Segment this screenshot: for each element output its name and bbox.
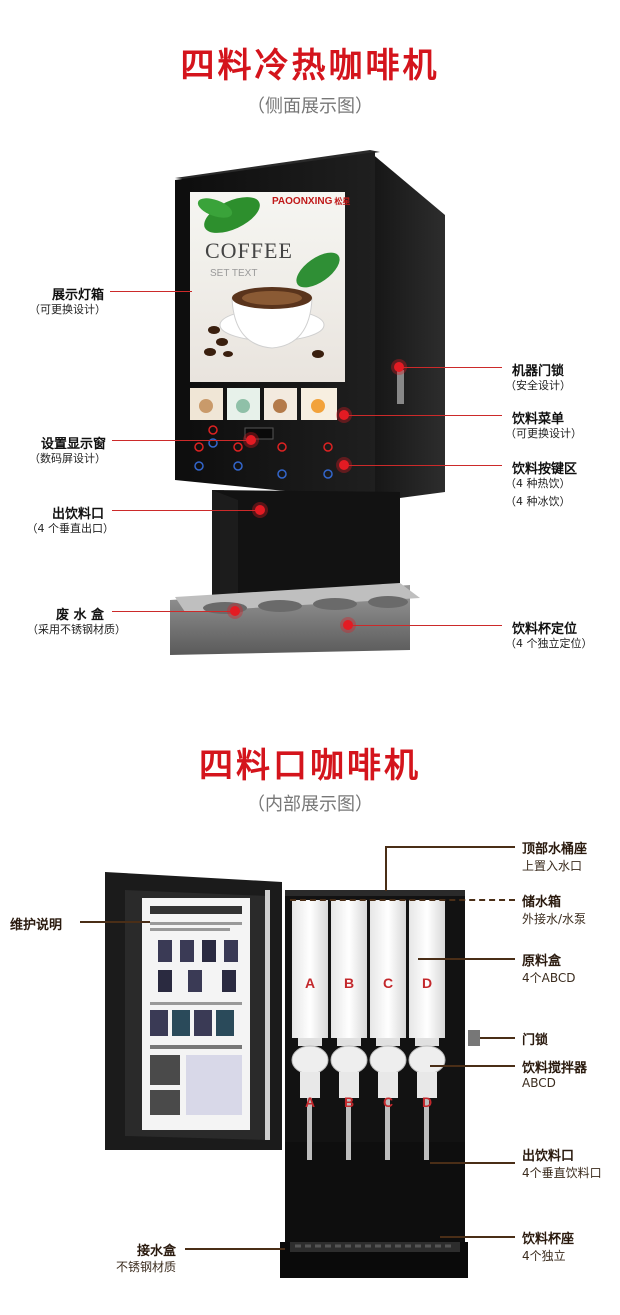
leader-drink-buttons [346,465,502,466]
label-cup-holder: 饮料杯座 [522,1232,575,1247]
label-cup-holder-sub: 4个独立 [522,1249,566,1263]
slot-letter-c: C [382,975,394,991]
marker-machine-lock [394,362,404,372]
label-drink-menu-sub: （可更换设计） [505,427,582,440]
bottom-subtitle: （内部展示图） [247,794,373,815]
side-view-machine-illustration [170,150,445,655]
label-display-lightbox-sub: （可更换设计） [29,303,106,316]
label-drink-buttons-sub2: （4 种冰饮） [505,495,571,508]
slot-letter-a: A [304,975,316,991]
mixer-c [369,1045,407,1075]
canister-b [331,900,367,1038]
marker-drink-menu [339,410,349,420]
label-machine-lock-sub: （安全设计） [505,379,571,392]
leader-water-tank [290,899,515,901]
label-door-lock: 门锁 [522,1033,549,1048]
marker-dispense-spout [255,505,265,515]
leader-drink-menu [346,415,502,416]
label-top-water-bucket-seat: 顶部水桶座 [522,842,588,857]
leader-ingredient-box [418,958,515,960]
mixer-a [291,1045,329,1075]
slot-letter-b: B [343,975,355,991]
leader-display-lightbox [110,291,192,292]
slot-letter-d: D [421,975,433,991]
mixer-letter-d: D [421,1094,433,1110]
leader-door-lock [480,1037,515,1039]
marker-waste-water-box [230,606,240,616]
label-drink-mixer-sub: ABCD [522,1076,556,1090]
leader-dispense-spout [112,510,258,511]
leader-waste-water-box [112,611,232,612]
leader-settings-display [112,440,250,441]
screen-ghost-text: SET TEXT [210,268,258,279]
top-subtitle: （侧面展示图） [247,96,373,117]
bottom-title: 四料口咖啡机 [199,746,421,786]
mixer-letter-b: B [343,1094,355,1110]
label-dispense-outlet: 出饮料口 [522,1149,575,1164]
interior-view-machine-illustration [105,872,480,1278]
label-ingredient-box-sub: 4个ABCD [522,971,576,985]
digital-display [244,427,274,440]
mixer-letter-c: C [382,1094,394,1110]
leader-machine-lock [400,367,502,368]
marker-settings-display [246,435,256,445]
label-settings-display-sub: （数码屏设计） [29,452,106,465]
canister-a [292,900,328,1038]
leader-drink-mixer [430,1065,515,1067]
leader-top-water-bucket-seat [385,846,515,848]
label-waste-water-box-sub: （采用不锈钢材质） [27,623,126,636]
leader-dispense-outlet [430,1162,515,1164]
marker-drink-buttons [339,460,349,470]
mixer-d [408,1045,446,1075]
label-cup-positioning: 饮料杯定位 [512,622,578,637]
leader-cup-positioning [350,625,502,626]
label-water-catch-box-sub: 不锈钢材质 [115,1260,176,1274]
canister-d [409,900,445,1038]
label-settings-display: 设置显示窗 [40,437,106,452]
label-cup-positioning-sub: （4 个独立定位） [505,637,593,650]
label-ingredient-box: 原料盒 [522,954,562,969]
label-top-water-bucket-seat-sub: 上置入水口 [522,859,583,873]
marker-cup-positioning [343,620,353,630]
top-title: 四料冷热咖啡机 [180,46,440,86]
label-display-lightbox: 展示灯箱 [51,288,104,303]
label-water-tank: 储水箱 [522,895,562,910]
label-drink-buttons: 饮料按键区 [512,462,578,477]
leader-top-water-bucket-seat-vertical [385,846,387,891]
door-lock [468,1030,480,1046]
screen-coffee-text: COFFEE [205,238,293,263]
leader-maintenance-instructions [80,921,150,923]
label-drink-mixer: 饮料搅拌器 [522,1061,588,1076]
label-dispense-outlet-sub: 4个垂直饮料口 [522,1166,602,1180]
leader-cup-holder [440,1236,515,1238]
canister-c [370,900,406,1038]
leader-water-catch-box [185,1248,285,1250]
label-dispense-spout-sub: （4 个垂直出口） [26,522,115,535]
label-water-tank-sub: 外接水/水泵 [522,912,587,926]
mixer-letter-a: A [304,1094,316,1110]
label-water-catch-box: 接水盒 [136,1244,176,1259]
label-drink-buttons-sub: （4 种热饮） [505,477,571,490]
label-dispense-spout: 出饮料口 [51,507,104,522]
label-maintenance-instructions: 维护说明 [10,918,63,933]
label-waste-water-box: 废 水 盒 [55,608,104,623]
label-drink-menu: 饮料菜单 [512,412,565,427]
mixer-b [330,1045,368,1075]
label-machine-lock: 机器门锁 [512,364,565,379]
